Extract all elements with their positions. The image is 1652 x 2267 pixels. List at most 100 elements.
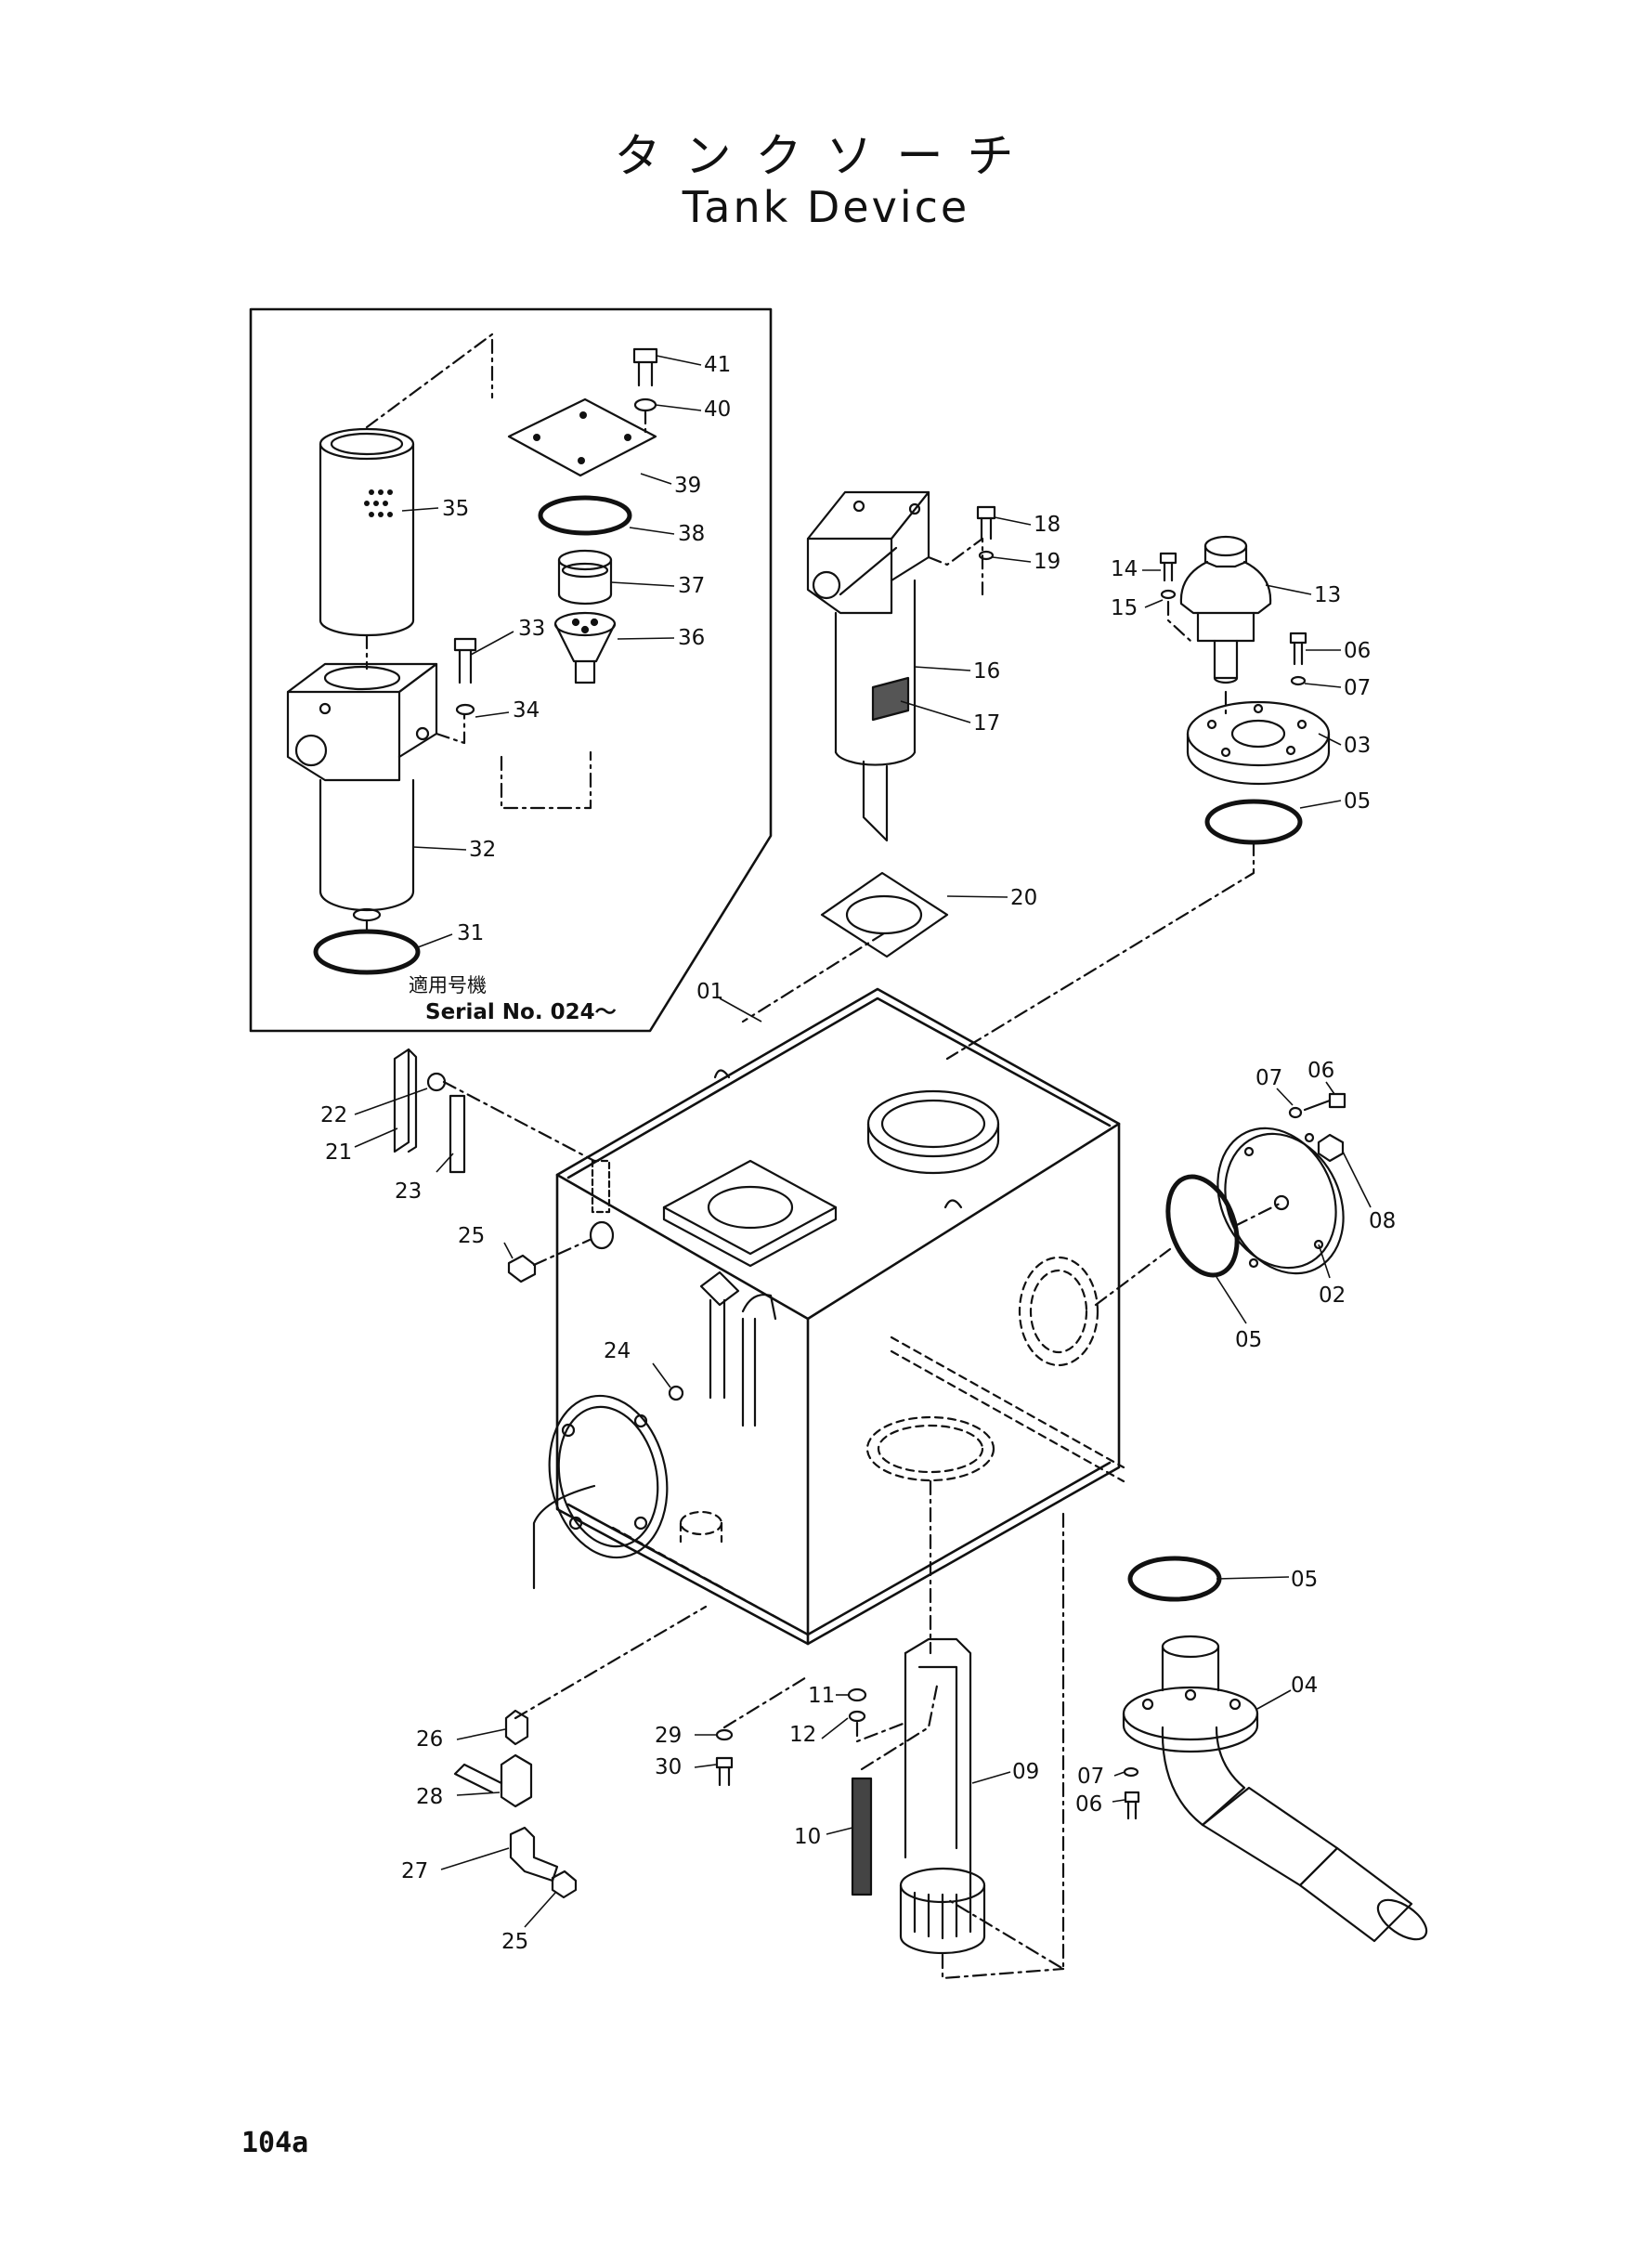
callout-05-side: 05 [1235,1328,1262,1352]
air-breather-13 [1179,535,1272,684]
o-ring-38 [538,495,632,536]
bolt-06-top [1289,632,1307,666]
callout-36: 36 [678,626,705,650]
washer-12 [848,1710,866,1723]
callout-19: 19 [1034,550,1060,574]
level-gauge-pipes [699,1270,777,1427]
callout-24: 24 [604,1339,631,1363]
washer-07-top [1290,675,1307,686]
callout-05-top: 05 [1344,789,1371,814]
o-ring-05-bottom [1127,1556,1222,1602]
cover-plate-39 [507,397,657,477]
filter-housing-32 [286,662,438,922]
drain-cock-28 [453,1753,533,1808]
callout-26: 26 [416,1727,443,1752]
callout-39: 39 [674,474,701,498]
callout-21: 21 [325,1140,352,1165]
callout-33: 33 [518,617,545,641]
side-cover-02 [1216,1127,1345,1275]
inset-frame [249,307,773,1033]
flange-03 [1186,700,1331,786]
callout-07-side: 07 [1255,1066,1282,1090]
callout-32: 32 [469,838,496,862]
tank-cleanout-cover [532,1394,669,1590]
callout-02: 02 [1319,1283,1346,1308]
callout-27: 27 [401,1859,428,1883]
valve-37 [557,549,613,606]
bolt-33 [453,637,477,684]
level-gauge-21 [393,1048,418,1153]
return-filter-16 [806,490,930,842]
callout-09: 09 [1012,1760,1039,1784]
plug-25-bottom [551,1870,578,1899]
o-ring-05-side [1165,1174,1240,1278]
callout-29: 29 [655,1724,682,1748]
bolt-18 [976,505,996,541]
elbow-27 [509,1826,559,1883]
tank-port-flange-large [866,1089,1000,1175]
callout-34: 34 [513,698,540,723]
callout-08: 08 [1369,1209,1396,1233]
gauge-glass-23 [449,1094,466,1174]
callout-01: 01 [696,980,723,1004]
inset-serial-label: Serial No. 024～ [425,1000,617,1024]
title-english: Tank Device [682,182,970,232]
hydraulic-tank-01 [555,987,1121,1646]
callout-04: 04 [1291,1674,1318,1698]
callout-07-bottom: 07 [1077,1765,1104,1789]
washer-40 [633,397,657,412]
callout-35: 35 [442,497,469,521]
callout-16: 16 [973,659,1000,684]
bolt-11 [847,1687,867,1702]
callout-40: 40 [704,397,731,422]
callout-41: 41 [704,353,731,377]
callout-10: 10 [794,1825,821,1849]
callout-20: 20 [1010,886,1037,910]
o-ring-05-top [1204,799,1303,845]
indicator-17 [871,676,910,722]
callout-28: 28 [416,1785,443,1809]
adapter-26 [504,1709,529,1746]
callout-15: 15 [1111,596,1138,620]
callout-30: 30 [655,1755,682,1779]
callout-11: 11 [808,1684,835,1708]
callout-12: 12 [789,1723,816,1747]
callout-14: 14 [1111,557,1138,581]
washer-29 [715,1728,734,1741]
bolt-06-bottom [1124,1791,1140,1820]
callout-23: 23 [395,1179,422,1204]
title-japanese: タンクソーチ [614,129,1038,183]
callout-05-bottom: 05 [1291,1568,1318,1592]
plug-08 [1317,1133,1345,1163]
filter-element-35 [319,427,415,637]
callout-06-top: 06 [1344,639,1371,663]
callout-37: 37 [678,574,705,598]
callout-03: 03 [1344,734,1371,758]
o-ring-31 [313,929,421,975]
bolt-30 [715,1756,734,1787]
callout-07-top: 07 [1344,676,1371,700]
magnet-rod-10 [851,1777,873,1896]
callout-22: 22 [320,1103,347,1127]
washer-07-side [1288,1106,1303,1119]
callout-38: 38 [678,522,705,546]
washer-07-bottom [1123,1766,1139,1778]
suction-pipe-04 [1122,1635,1428,1943]
bolt-41 [632,347,658,387]
washer-19 [978,550,995,561]
tank-port-square [662,1159,838,1268]
sight-gauge-bracket [589,1159,615,1250]
valve-seat-36 [553,611,617,684]
gasket-20 [820,871,949,958]
bolt-14 [1159,552,1177,582]
callout-17: 17 [973,711,1000,736]
inset-applicable-label: 適用号機 [409,974,487,997]
suction-strainer-09 [899,1637,986,1955]
washer-34 [455,703,475,716]
callout-06-bottom: 06 [1075,1792,1102,1817]
plug-24 [668,1385,684,1401]
callout-31: 31 [457,921,484,945]
bolt-06-side [1303,1092,1346,1112]
callout-25-bottom: 25 [501,1930,528,1954]
plug-25-top [507,1254,537,1283]
